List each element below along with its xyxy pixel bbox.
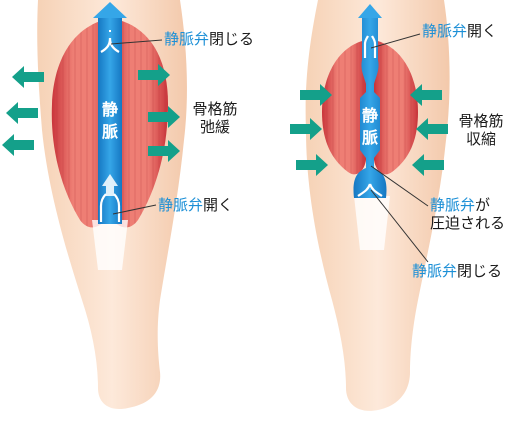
valve-term: 静脈弁 (164, 30, 209, 48)
right-top-valve-label: 静脈弁開く (422, 22, 497, 40)
left-top-valve-label: 静脈弁閉じる (164, 30, 254, 48)
valve-state: 閉じる (209, 30, 254, 48)
right-bottom-valve-label: 静脈弁閉じる (412, 262, 502, 280)
right-muscle-state-label: 骨格筋 収縮 (446, 112, 516, 148)
valve-state-1: が (475, 196, 490, 214)
right-vein-label-1: 静 (362, 106, 378, 125)
valve-state: 開く (203, 196, 233, 214)
muscle-term: 骨格筋 (180, 100, 250, 118)
valve-term: 静脈弁 (158, 196, 203, 214)
valve-state-2: 圧迫される (430, 214, 505, 232)
valve-state: 閉じる (457, 262, 502, 280)
left-tendon (92, 220, 128, 270)
left-muscle-state-label: 骨格筋 弛緩 (180, 100, 250, 136)
right-tendon (354, 196, 390, 250)
right-vein-label-2: 脈 (362, 128, 378, 147)
valve-state: 開く (467, 22, 497, 40)
arrow-out-left-3 (2, 134, 34, 156)
muscle-state: 収縮 (446, 130, 516, 148)
arrow-out-left-2 (6, 102, 38, 124)
muscle-term: 骨格筋 (446, 112, 516, 130)
right-middle-valve-label: 静脈弁が 圧迫される (430, 196, 505, 232)
valve-term: 静脈弁 (430, 196, 475, 214)
valve-term: 静脈弁 (422, 22, 467, 40)
right-leg (290, 0, 450, 411)
muscle-state: 弛緩 (180, 118, 250, 136)
left-bottom-valve-label: 静脈弁開く (158, 196, 233, 214)
left-vein-label-2: 脈 (102, 122, 118, 141)
left-vein-label-1: 静 (102, 100, 118, 119)
valve-term: 静脈弁 (412, 262, 457, 280)
